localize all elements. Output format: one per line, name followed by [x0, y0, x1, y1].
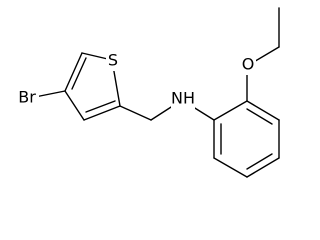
bond-b3-b4-inner [246, 153, 273, 170]
bromine-label-bg [15, 87, 39, 107]
bond-c2-c3 [83, 105, 121, 121]
bond-b5-b6 [246, 100, 280, 121]
amine-label: NH [171, 89, 195, 108]
bond-c4-br [34, 90, 66, 98]
oxygen-label: O [242, 55, 255, 74]
bond-c4-c5-inner [71, 57, 87, 90]
bond-b3-b4 [246, 157, 280, 178]
oxygen-label-bg [240, 55, 256, 75]
bond-c4-c5 [64, 52, 83, 92]
bond-b6-b1 [213, 100, 248, 121]
bond-c2-ch2 [119, 105, 152, 121]
atom-labels: Br S NH O [15, 51, 256, 109]
sulfur-label-bg [106, 51, 120, 71]
bond-b5-b6-inner [246, 108, 273, 125]
benzene-ring [213, 100, 280, 178]
sulfur-label: S [108, 51, 118, 70]
amine-label-bg [171, 89, 195, 109]
bromine-label: Br [18, 88, 36, 107]
linker [119, 99, 215, 121]
bond-c3-c4 [64, 90, 85, 121]
chemical-structure: Br S NH O [15, 7, 280, 178]
bond-b2-b3 [213, 157, 248, 178]
bond-c2-c3-inner [85, 100, 116, 113]
